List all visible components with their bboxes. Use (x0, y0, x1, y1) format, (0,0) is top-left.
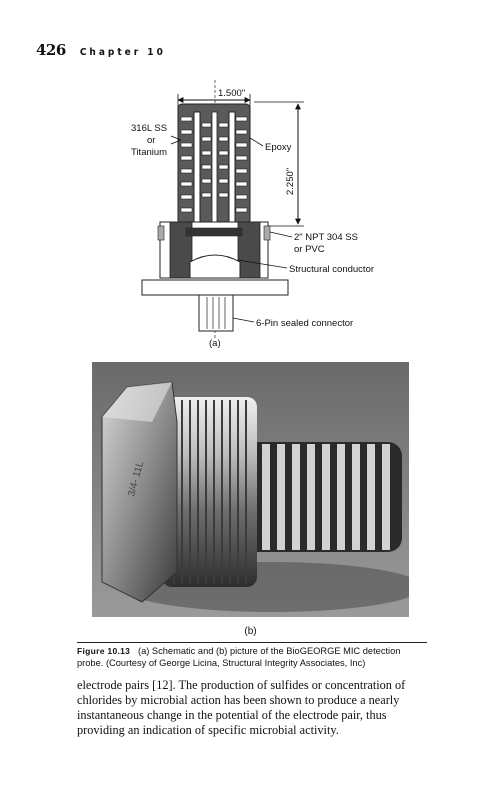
svg-text:or: or (147, 135, 155, 146)
svg-text:Titanium: Titanium (131, 147, 167, 158)
body-line: instantaneous change in the potential of… (77, 708, 387, 722)
body-line: electrode pairs [12]. The production of … (77, 678, 406, 692)
probe-photo: 3/4- 11L (92, 362, 409, 617)
figure-caption: Figure 10.13 (a) Schematic and (b) pictu… (77, 645, 427, 669)
probe-schematic: 1.500" 2.250" 316L SS or Ti (131, 80, 374, 349)
label-sealed-connector: 6-Pin sealed connector (256, 318, 353, 329)
height-dimension-label: 2.250" (285, 168, 296, 195)
caption-line-2: probe. (Courtesy of George Licina, Struc… (77, 658, 366, 668)
label-npt: 2" NPT 304 SS (294, 232, 358, 243)
caption-figure-label: Figure 10.13 (77, 646, 131, 656)
label-structural-conductor: Structural conductor (289, 264, 374, 275)
photo-sensor-tip (242, 442, 402, 552)
body-line: providing an indication of specific micr… (77, 723, 339, 737)
page-header: 426 Chapter 10 (36, 41, 166, 61)
body-line: chlorides by microbial action has been s… (77, 693, 400, 707)
sublabel-b: (b) (244, 626, 257, 637)
sealed-connector (198, 294, 234, 332)
body-paragraph: electrode pairs [12]. The production of … (77, 678, 429, 738)
caption-line-1: (a) Schematic and (b) picture of the Bio… (137, 646, 401, 656)
label-epoxy: Epoxy (265, 142, 292, 153)
label-material: 316L SS (131, 123, 167, 134)
svg-text:or PVC: or PVC (294, 244, 325, 255)
sublabel-a: (a) (209, 338, 221, 349)
page-number: 426 (36, 41, 66, 59)
photo-hex-nut: 3/4- 11L (101, 381, 178, 603)
electrode-plates (180, 116, 248, 213)
width-dimension-label: 1.500" (218, 88, 245, 99)
chapter-title: Chapter 10 (79, 47, 166, 58)
base-flange (141, 279, 289, 296)
caption-rule (77, 642, 427, 643)
